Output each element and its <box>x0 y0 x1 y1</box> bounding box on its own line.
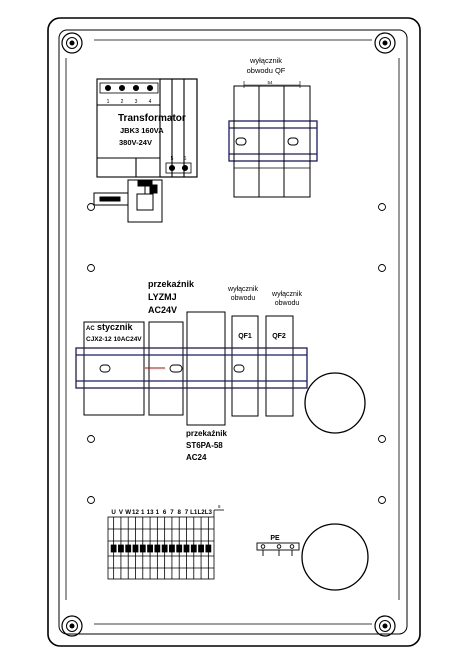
terminal-label: 7 <box>170 509 174 516</box>
transformer-model: JBK3 160VA <box>120 126 164 135</box>
relay-lyzmj-line2: LYZMJ <box>148 292 177 302</box>
breaker-qf <box>233 81 311 198</box>
contactor-prefix: AC <box>86 326 95 332</box>
terminal-label: 8 <box>177 509 181 516</box>
transformer-terminal-5: 5 <box>171 156 174 162</box>
terminal-screw-icon <box>132 544 139 553</box>
breaker-qf-label-1: wyłącznik <box>249 56 282 65</box>
relay-st6pa-line3: AC24 <box>186 453 207 462</box>
relay-st6pa <box>186 311 226 426</box>
corner-screw-icon <box>61 32 396 637</box>
transformer <box>96 78 198 178</box>
terminal-screw-icon <box>147 544 153 553</box>
contactor <box>83 321 145 416</box>
terminal-screw-icon <box>205 544 212 553</box>
contactor-title: stycznik <box>97 322 134 332</box>
terminal-screw-icon <box>183 544 190 553</box>
terminal-strip-end-mark: 6 <box>218 504 221 509</box>
enclosure <box>47 17 421 647</box>
cable-gland-icon <box>301 372 369 591</box>
terminal-label: L3 <box>205 509 213 516</box>
terminal-label: 7 <box>185 509 189 516</box>
terminal-screw-icon <box>176 544 183 553</box>
transformer-title: Transformator <box>118 113 186 124</box>
breaker-qf1-label-2: obwodu <box>231 295 256 302</box>
terminal-screw-icon <box>125 544 132 553</box>
contactor-model: CJX2-12 10AC24V <box>86 336 142 343</box>
transformer-terminal-6: 6 <box>184 156 187 162</box>
din-rail-upper <box>228 120 318 162</box>
breaker-qf2-label-2: obwodu <box>275 300 300 307</box>
breaker-qf1-tag: QF1 <box>238 333 252 340</box>
pe-bar <box>256 542 300 556</box>
relay-lyzmj-line1: przekaźnik <box>148 279 195 289</box>
terminal-label: 6 <box>163 509 167 516</box>
breaker-qf-dim: 54 <box>267 80 273 85</box>
terminal-label: U <box>111 509 116 516</box>
terminal-label: 12 <box>132 509 139 516</box>
terminal-screw-icon <box>161 544 168 553</box>
breaker-qf1 <box>231 315 259 417</box>
terminal-label: 13 <box>147 509 154 516</box>
terminal-screw-icon <box>139 544 146 553</box>
terminal-screw-icon <box>118 544 124 553</box>
relay-lyzmj-line3: AC24V <box>148 305 177 315</box>
transformer-terminal-3: 3 <box>135 99 138 105</box>
din-rail-lower <box>75 347 308 389</box>
rail-clip-icon <box>99 364 245 373</box>
breaker-qf1-label-1: wyłącznik <box>227 286 258 293</box>
breaker-qf-label-2: obwodu QF <box>247 66 286 75</box>
breaker-qf2 <box>265 315 294 417</box>
relay-st6pa-line2: ST6PA-58 <box>186 441 223 450</box>
terminal-screw-icon <box>154 544 161 553</box>
terminal-label: L2 <box>197 509 205 516</box>
transformer-voltage: 380V-24V <box>119 138 152 147</box>
terminal-screw-icon <box>198 544 204 553</box>
pe-label: PE <box>270 535 280 542</box>
breaker-qf2-tag: QF2 <box>272 333 286 340</box>
terminal-screw-icon <box>190 544 197 553</box>
terminal-label: V <box>119 509 124 516</box>
transformer-terminal-1: 1 <box>107 99 110 105</box>
terminal-label: L1 <box>190 509 198 516</box>
transformer-terminal-2: 2 <box>121 99 124 105</box>
relay-st6pa-line1: przekaźnik <box>186 429 227 438</box>
terminal-screw-icon <box>169 544 175 553</box>
terminal-screw-icon <box>110 544 117 553</box>
small-switch-block <box>93 179 163 223</box>
terminal-label: W <box>125 509 131 516</box>
terminal-label: 1 <box>156 509 160 516</box>
breaker-qf2-label-1: wyłącznik <box>271 291 302 298</box>
mounting-hole-icon <box>87 203 386 504</box>
terminal-label: 1 <box>141 509 145 516</box>
transformer-terminal-4: 4 <box>149 99 152 105</box>
